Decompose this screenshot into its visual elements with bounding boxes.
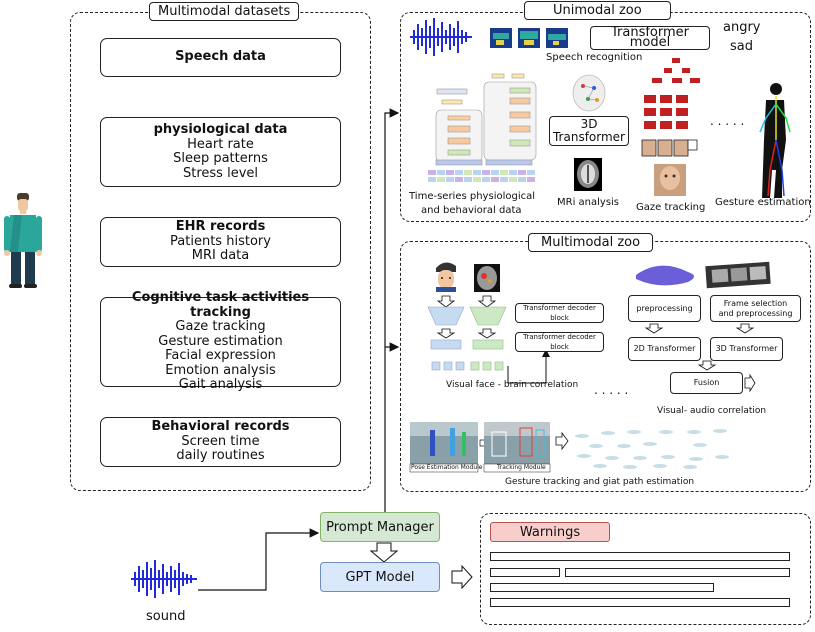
tracking-image-icon xyxy=(483,422,551,473)
warning-line xyxy=(490,552,790,561)
prompt-manager-box: Prompt Manager xyxy=(320,512,440,542)
emotion-label-sad: sad xyxy=(730,39,753,54)
visual-brain-caption: Visual face - brain correlation xyxy=(446,380,579,390)
unimodal-ellipsis: . . . . . xyxy=(710,114,745,128)
ehr-records-box: EHR records Patients history MRI data xyxy=(100,217,341,267)
speech-data-box: Speech data xyxy=(100,38,341,77)
pose-estimation-module-label: Pose Estimation Module xyxy=(411,464,483,471)
arrow-tokens-to-decoder xyxy=(507,349,550,384)
transformer-model-label: Transformer model xyxy=(590,26,710,50)
transformer-2d-box: 2D Transformer xyxy=(628,337,701,361)
down-arrow-icon xyxy=(477,295,497,308)
warnings-header: Warnings xyxy=(490,522,610,542)
cognitive-item: Gaze tracking xyxy=(175,319,266,335)
timeseries-input-grid-icon xyxy=(428,170,535,182)
ehr-item: MRI data xyxy=(191,248,250,264)
timeseries-architecture-icon xyxy=(435,73,537,166)
gaze-tracking-network-icon xyxy=(641,58,700,196)
gait-estimation-caption: Gesture tracking and giat path estimatio… xyxy=(505,477,695,487)
gaze-tracking-caption: Gaze tracking xyxy=(636,202,706,213)
transformer-decoder-block-2: Transformer decoder block xyxy=(515,332,604,352)
arrow-prompt-to-gpt xyxy=(369,542,399,563)
transformer-3d-line2: Transformer xyxy=(552,130,625,144)
film-strip-icon xyxy=(705,261,771,289)
brain-feature-icon xyxy=(472,339,504,350)
arrow-sound-to-prompt xyxy=(198,528,320,591)
physiological-data-title: physiological data xyxy=(153,122,288,137)
cognitive-item: Facial expression xyxy=(165,348,276,364)
transformer-decoder-block-1: Transformer decoder block xyxy=(515,303,604,323)
behavioral-records-title: Behavioral records xyxy=(151,419,290,435)
sound-label: sound xyxy=(146,609,186,624)
pose-estimation-image-icon xyxy=(409,422,479,473)
gait-path-icon xyxy=(575,429,729,469)
token-sequence-icon xyxy=(431,361,504,371)
down-arrow-icon xyxy=(436,295,456,308)
arrow-prompt-to-unimodal xyxy=(384,108,400,512)
warning-line xyxy=(490,583,714,592)
fusion-out-arrow-icon xyxy=(744,373,756,393)
mri-analysis-caption: MRi analysis xyxy=(557,197,620,208)
multimodal-datasets-title: Multimodal datasets xyxy=(149,2,300,21)
physiological-item: Stress level xyxy=(183,165,258,181)
transformer-3d-line1: 3D xyxy=(580,117,598,131)
ehr-records-title: EHR records xyxy=(175,219,266,235)
gpt-model-box: GPT Model xyxy=(320,562,440,592)
mri-scan-icon xyxy=(574,158,602,191)
audio-waveform-icon xyxy=(636,265,694,286)
physiological-item: Heart rate xyxy=(187,136,254,152)
spectrogram-icon xyxy=(490,28,568,48)
fusion-box: Fusion xyxy=(670,372,743,394)
preprocessing-box: preprocessing xyxy=(628,295,701,322)
visual-audio-caption: Visual- audio correlation xyxy=(657,406,767,416)
multimodal-zoo-title: Multimodal zoo xyxy=(528,233,654,252)
transformer-3d-box: 3D Transformer xyxy=(549,116,629,146)
cognitive-tracking-box: Cognitive task activities tracking Gaze … xyxy=(100,291,341,392)
brain-encoder-icon xyxy=(469,306,507,326)
frame-selection-box: Frame selection and preprocessing xyxy=(710,295,801,322)
cognitive-item: Gait analysis xyxy=(178,377,263,393)
unimodal-zoo-title: Unimodal zoo xyxy=(524,1,671,20)
behavioral-records-box: Behavioral records Screen time daily rou… xyxy=(100,417,341,467)
emotion-label-angry: angry xyxy=(723,20,761,35)
cognitive-item: Emotion analysis xyxy=(165,362,276,378)
warnings-panel xyxy=(480,513,811,625)
multimodal-ellipsis: . . . . . xyxy=(594,383,629,397)
warning-line xyxy=(490,568,560,577)
brain-mri-icon xyxy=(474,264,500,292)
gesture-skeleton-icon xyxy=(759,83,791,198)
speech-data-label: Speech data xyxy=(175,49,266,65)
transformer-3d-multimodal-box: 3D Transformer xyxy=(710,337,783,361)
physiological-data-box: physiological data Heart rate Sleep patt… xyxy=(100,117,341,187)
timeseries-caption-line2: and behavioral data xyxy=(421,205,522,216)
speech-waveform-icon xyxy=(410,18,472,56)
arrow-gpt-to-warnings xyxy=(451,564,473,590)
brain-connectivity-icon xyxy=(572,74,606,112)
cognitive-tracking-title: Cognitive task activities tracking xyxy=(131,290,310,320)
face-icon xyxy=(436,262,456,292)
tracking-module-label: Tracking Module xyxy=(497,464,546,471)
face-encoder-icon xyxy=(427,306,465,326)
cognitive-item: Gesture estimation xyxy=(158,333,283,349)
ehr-item: Patients history xyxy=(170,233,271,249)
speech-recognition-caption: Speech recognition xyxy=(546,52,643,63)
warning-line xyxy=(490,598,790,607)
physiological-item: Sleep patterns xyxy=(173,151,268,166)
face-feature-icon xyxy=(430,339,462,350)
behavioral-item: daily routines xyxy=(176,448,265,464)
warning-line xyxy=(565,568,790,577)
behavioral-item: Screen time xyxy=(181,433,260,449)
timeseries-caption-line1: Time-series physiological xyxy=(409,191,536,202)
gesture-estimation-caption: Gesture estimation xyxy=(715,197,811,208)
